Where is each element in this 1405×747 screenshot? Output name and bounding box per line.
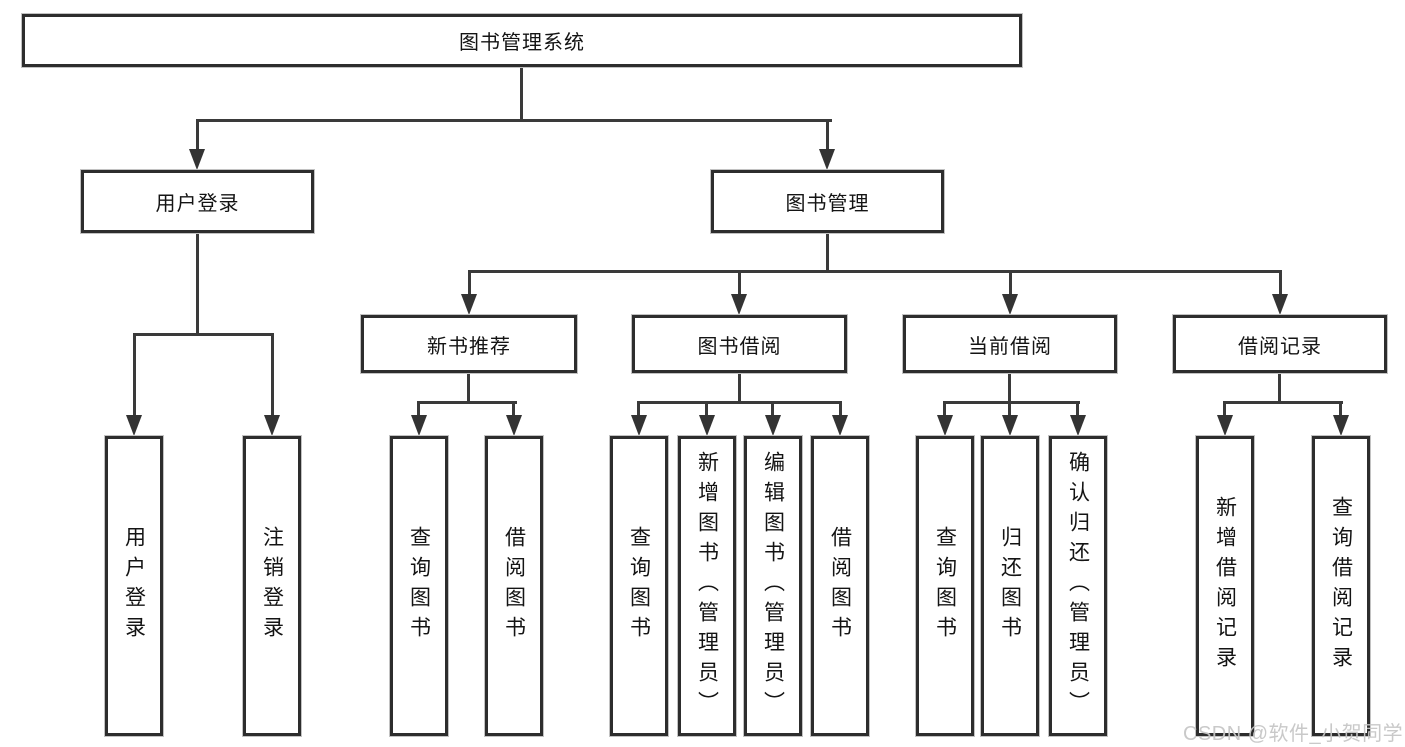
arrowhead-down xyxy=(411,415,427,436)
leaf-add-borrow-record: 新增借阅记录 xyxy=(1196,436,1254,736)
arrowhead-down xyxy=(699,415,715,436)
node-borrowing-records: 借阅记录 xyxy=(1173,315,1387,373)
arrowhead-down xyxy=(461,294,477,315)
connector-line xyxy=(1223,401,1226,417)
watermark-text: CSDN @软件_小贺同学 xyxy=(1183,723,1404,745)
node-label: 图书管理 xyxy=(785,193,870,215)
leaf-add-books-admin: 新增图书（管理员） xyxy=(678,436,736,736)
arrowhead-down xyxy=(1272,294,1288,315)
node-label: 借阅记录 xyxy=(1238,335,1322,358)
connector-line xyxy=(826,119,829,152)
node-label: 用户登录 xyxy=(155,193,240,215)
connector-line xyxy=(1008,371,1011,404)
node-label: 编辑图书（管理员） xyxy=(761,451,785,721)
connector-line xyxy=(1279,270,1282,296)
arrowhead-down xyxy=(631,415,647,436)
connector-line xyxy=(1339,401,1342,417)
arrowhead-down xyxy=(1002,294,1018,315)
node-label: 当前借阅 xyxy=(968,335,1052,358)
connector-line xyxy=(520,66,523,121)
arrowhead-down xyxy=(506,415,522,436)
connector-line xyxy=(1278,371,1281,404)
leaf-query-books-2: 查询图书 xyxy=(610,436,668,736)
node-label: 查询图书 xyxy=(627,526,651,646)
arrowhead-down xyxy=(937,415,953,436)
connector-line xyxy=(1008,401,1011,417)
connector-line xyxy=(133,333,274,336)
node-label: 图书管理系统 xyxy=(459,32,585,54)
connector-line xyxy=(839,401,842,417)
node-label: 查询图书 xyxy=(933,526,957,646)
node-book-management-system: 图书管理系统 xyxy=(22,14,1022,67)
node-label: 新增借阅记录 xyxy=(1213,496,1237,676)
leaf-return-books: 归还图书 xyxy=(981,436,1039,736)
arrowhead-down xyxy=(832,415,848,436)
node-label: 查询借阅记录 xyxy=(1329,496,1353,676)
leaf-query-borrow-record: 查询借阅记录 xyxy=(1312,436,1370,736)
connector-line xyxy=(467,371,470,404)
connector-line xyxy=(468,270,471,296)
leaf-confirm-return-admin: 确认归还（管理员） xyxy=(1049,436,1107,736)
arrowhead-down xyxy=(1217,415,1233,436)
leaf-user-login: 用户登录 xyxy=(105,436,163,736)
arrowhead-down xyxy=(765,415,781,436)
arrowhead-down xyxy=(189,149,205,170)
node-book-borrowing: 图书借阅 xyxy=(632,315,847,373)
node-label: 用户登录 xyxy=(122,526,146,646)
arrowhead-down xyxy=(1002,415,1018,436)
leaf-borrow-books-1: 借阅图书 xyxy=(485,436,543,736)
arrowhead-down xyxy=(1333,415,1349,436)
arrowhead-down xyxy=(731,294,747,315)
node-label: 新书推荐 xyxy=(427,335,511,358)
connector-line xyxy=(417,401,420,417)
node-label: 归还图书 xyxy=(998,526,1022,646)
arrowhead-down xyxy=(126,415,142,436)
connector-line xyxy=(637,401,640,417)
arrowhead-down xyxy=(1070,415,1086,436)
connector-line xyxy=(738,371,741,404)
connector-line xyxy=(196,119,199,152)
node-label: 查询图书 xyxy=(407,526,431,646)
node-new-book-recommend: 新书推荐 xyxy=(361,315,577,373)
leaf-borrow-books-2: 借阅图书 xyxy=(811,436,869,736)
arrowhead-down xyxy=(264,415,280,436)
connector-line xyxy=(196,119,832,122)
connector-line xyxy=(771,401,774,417)
leaf-query-books-3: 查询图书 xyxy=(916,436,974,736)
connector-line xyxy=(705,401,708,417)
connector-line xyxy=(943,401,1080,404)
connector-line xyxy=(196,231,199,336)
connector-line xyxy=(417,401,517,404)
node-label: 借阅图书 xyxy=(502,526,526,646)
node-book-management: 图书管理 xyxy=(711,170,944,233)
node-label: 图书借阅 xyxy=(697,335,782,358)
connector-line xyxy=(1223,401,1343,404)
connector-line xyxy=(738,270,741,296)
connector-line xyxy=(468,270,1282,273)
arrowhead-down xyxy=(819,149,835,170)
connector-line xyxy=(271,333,274,417)
connector-line xyxy=(1076,401,1079,417)
node-user-login: 用户登录 xyxy=(81,170,314,233)
connector-line xyxy=(1009,270,1012,296)
node-label: 注销登录 xyxy=(260,526,284,646)
leaf-logout: 注销登录 xyxy=(243,436,301,736)
connector-line xyxy=(826,231,829,273)
leaf-query-books-1: 查询图书 xyxy=(390,436,448,736)
connector-line xyxy=(943,401,946,417)
connector-line xyxy=(133,333,136,417)
node-label: 新增图书（管理员） xyxy=(695,451,719,721)
leaf-edit-books-admin: 编辑图书（管理员） xyxy=(744,436,802,736)
connector-line xyxy=(512,401,515,417)
node-label: 借阅图书 xyxy=(828,526,852,646)
node-current-borrowing: 当前借阅 xyxy=(903,315,1117,373)
node-label: 确认归还（管理员） xyxy=(1066,451,1090,721)
connector-line xyxy=(637,401,842,404)
